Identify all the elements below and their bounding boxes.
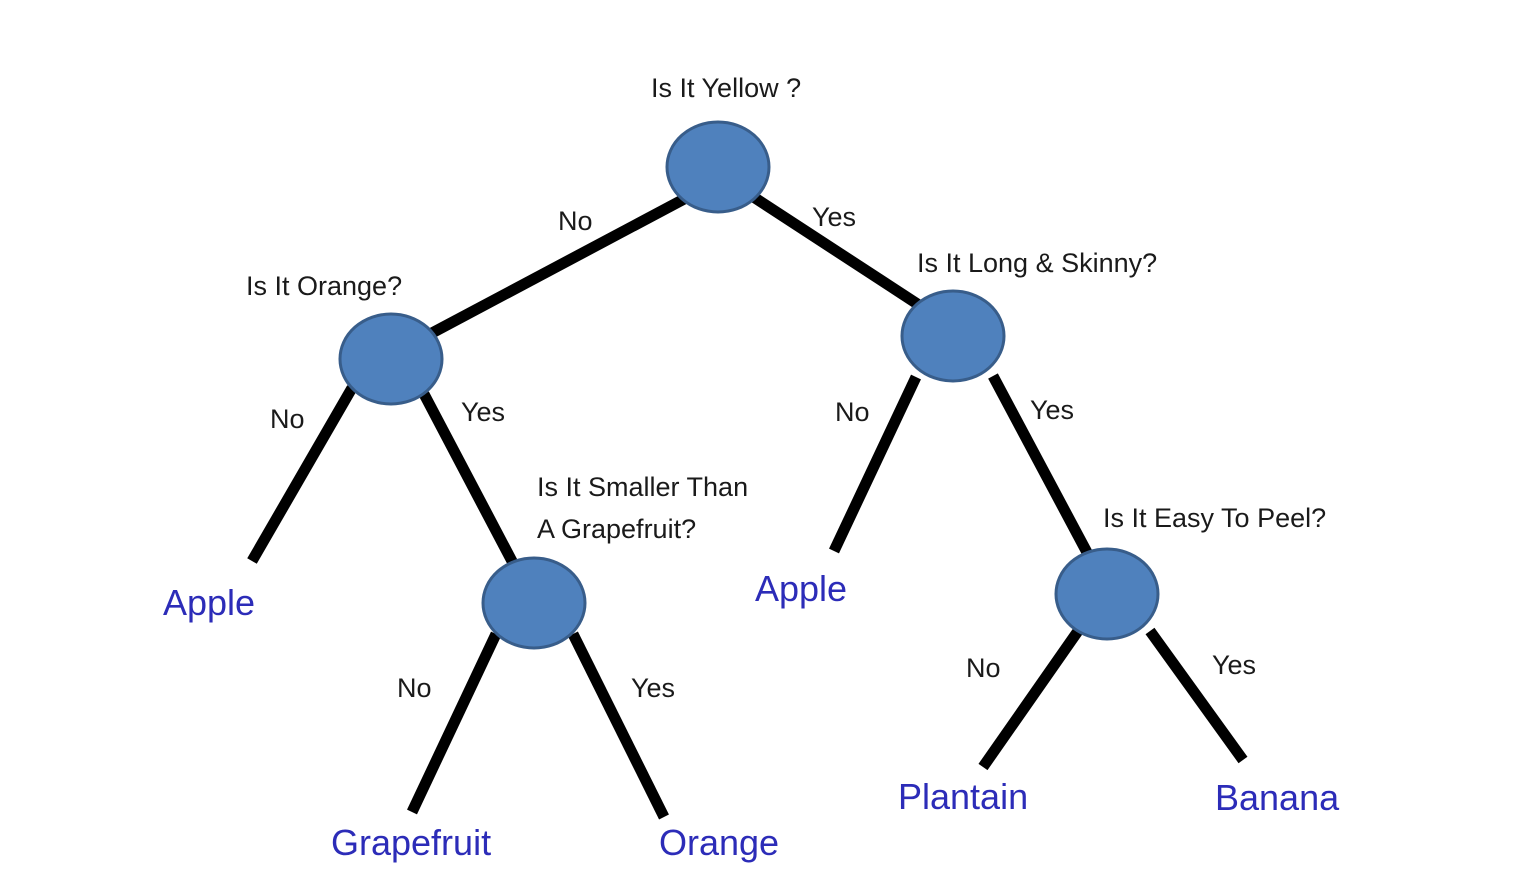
edge-label-peel-no: No <box>966 653 1001 683</box>
edge-orange-yes <box>419 391 519 568</box>
edge-peel-yes <box>1145 627 1248 764</box>
edge-long-no <box>829 374 921 554</box>
question-is-it-smaller-line-2: A Grapefruit? <box>537 514 696 544</box>
edge-label-orange-yes: Yes <box>461 397 505 427</box>
edge-orange-no <box>247 385 357 564</box>
edge-label-smaller-no: No <box>397 673 432 703</box>
edge-label-orange-no: No <box>270 404 305 434</box>
edge-label-root-yes: Yes <box>812 202 856 232</box>
leaf-apple-left: Apple <box>163 582 255 623</box>
leaf-plantain: Plantain <box>898 776 1028 817</box>
node-is-it-long-skinny <box>900 289 1006 383</box>
question-is-it-orange: Is It Orange? <box>246 271 402 301</box>
question-is-it-yellow: Is It Yellow ? <box>651 73 801 103</box>
edge-smaller-no <box>407 631 501 815</box>
edge-smaller-yes <box>568 631 669 820</box>
edge-label-peel-yes: Yes <box>1212 650 1256 680</box>
node-is-it-easy-to-peel <box>1054 547 1160 641</box>
leaf-banana: Banana <box>1215 777 1340 818</box>
edge-root-yes <box>748 191 926 312</box>
edge-label-long-yes: Yes <box>1030 395 1074 425</box>
edge-long-yes <box>988 373 1095 561</box>
edge-label-root-no: No <box>558 206 593 236</box>
question-is-it-easy-to-peel: Is It Easy To Peel? <box>1103 503 1326 533</box>
node-is-it-smaller <box>481 556 587 650</box>
node-is-it-yellow <box>665 120 771 214</box>
question-is-it-smaller-line-1: Is It Smaller Than <box>537 472 748 502</box>
edge-root-no <box>429 193 689 338</box>
leaf-orange: Orange <box>659 822 779 863</box>
node-is-it-orange <box>338 312 444 406</box>
edge-label-smaller-yes: Yes <box>631 673 675 703</box>
question-is-it-long-skinny: Is It Long & Skinny? <box>917 248 1157 278</box>
leaf-grapefruit: Grapefruit <box>331 822 491 863</box>
edge-label-long-no: No <box>835 397 870 427</box>
edge-peel-no <box>978 627 1083 771</box>
leaf-apple-right: Apple <box>755 568 847 609</box>
